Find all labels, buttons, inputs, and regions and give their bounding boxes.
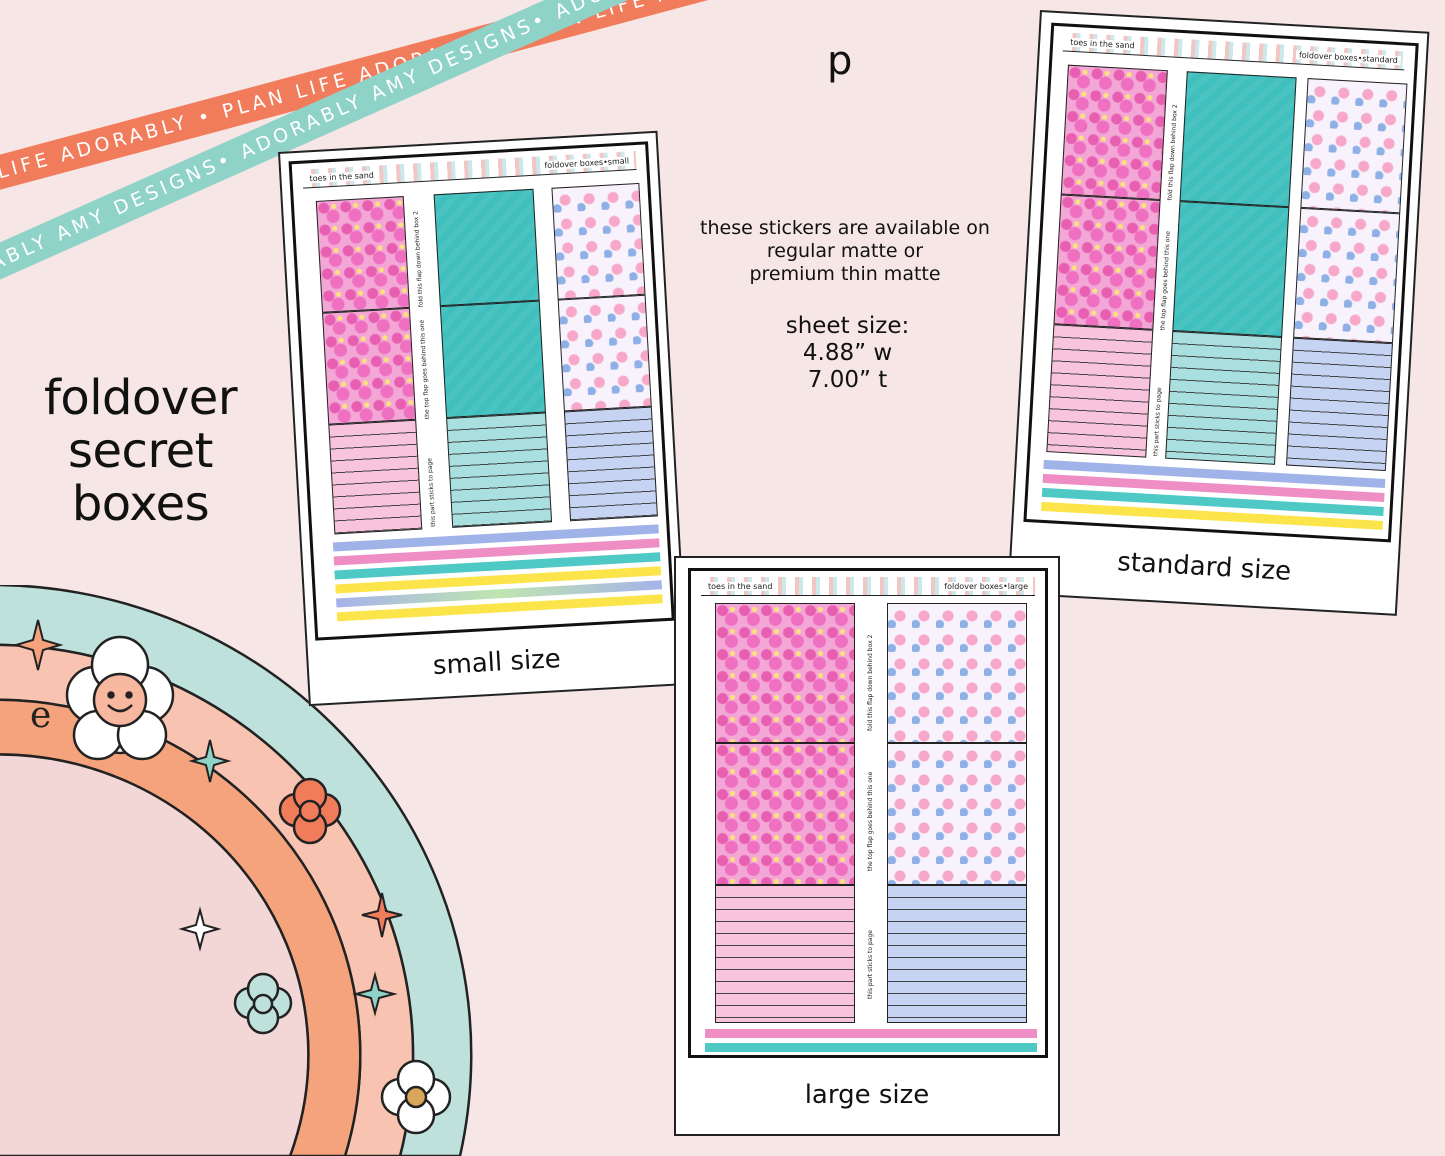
teal-flower-icon [233, 972, 293, 1035]
availability-line-3: premium thin matte [749, 263, 941, 285]
standard-size-caption: standard size [1116, 547, 1292, 587]
availability-line-2: regular matte or [766, 240, 924, 262]
strip-pink [705, 1029, 1037, 1038]
box-blue-lined [887, 885, 1027, 1023]
box-pink-1 [715, 603, 855, 743]
box-blue-2 [557, 294, 652, 412]
sheet-type: foldover boxes•standard [1295, 50, 1401, 66]
availability-note: these stickers are available on regular … [690, 217, 1000, 286]
box-blue-2 [1293, 207, 1401, 344]
sheet-size-info: sheet size: 4.88” w 7.00” t [760, 313, 935, 394]
page-title: foldover secret boxes [18, 372, 263, 531]
strip-teal [705, 1043, 1037, 1052]
title-line-2: secret [68, 423, 213, 479]
orange-flower-icon [278, 777, 342, 845]
box-pink-lined [715, 885, 855, 1023]
white-flower-icon [380, 1059, 452, 1135]
title-line-1: foldover [43, 370, 238, 426]
box-pink-1 [315, 196, 410, 313]
box-teal-1 [1179, 71, 1297, 208]
daisy-smiley-icon [65, 635, 175, 761]
rainbow-illustration: e [0, 585, 473, 1156]
small-sticker-sheet: toes in the sand foldover boxes•small fo… [288, 141, 675, 641]
instruction-sticks: this part sticks to page [1152, 387, 1164, 457]
strip-yellow [705, 1057, 1037, 1058]
sheet-header: toes in the sand foldover boxes•standard [1062, 32, 1406, 71]
instruction-sticks: this part sticks to page [426, 457, 438, 528]
box-pink-lined [1046, 324, 1154, 458]
box-teal-2 [1172, 201, 1290, 338]
instruction-top-flap: the top flap goes behind this one [418, 319, 432, 420]
small-size-caption: small size [432, 644, 562, 682]
instruction-top-flap: the top flap goes behind this one [867, 771, 874, 871]
instruction-top-flap: the top flap goes behind this one [1159, 230, 1172, 331]
large-sticker-sheet: toes in the sand foldover boxes•large fo… [688, 568, 1048, 1058]
sheet-theme: toes in the sand [705, 582, 776, 591]
box-pink-2 [322, 307, 417, 425]
sheet-theme: toes in the sand [306, 170, 378, 184]
sheet-theme: toes in the sand [1067, 37, 1138, 51]
instruction-fold-flap: fold this flap down behind box 2 [867, 634, 874, 731]
instruction-fold-flap: fold this flap down behind box 2 [412, 210, 425, 308]
box-teal-2 [439, 300, 546, 419]
sheet-header: toes in the sand foldover boxes•small [302, 151, 637, 189]
small-size-card: toes in the sand foldover boxes•small fo… [278, 130, 689, 707]
box-teal-lined [446, 412, 553, 528]
standard-sticker-sheet: toes in the sand foldover boxes•standard… [1023, 22, 1419, 543]
availability-line-1: these stickers are available on [700, 217, 990, 239]
box-blue-1 [887, 603, 1027, 743]
box-pink-1 [1060, 64, 1168, 201]
sheet-size-width: 4.88” w [802, 340, 893, 366]
box-pink-2 [1053, 194, 1161, 330]
sheet-size-label: sheet size: [785, 313, 910, 339]
box-blue-lined [563, 406, 658, 522]
large-size-card: toes in the sand foldover boxes•large fo… [674, 556, 1060, 1136]
box-blue-1 [551, 182, 646, 300]
box-pink-lined [328, 419, 423, 535]
page-mark: p [827, 38, 853, 84]
sheet-type: foldover boxes•small [541, 156, 633, 171]
box-pink-2 [715, 743, 855, 885]
box-blue-2 [887, 743, 1027, 885]
standard-size-card: toes in the sand foldover boxes•standard… [1007, 10, 1430, 616]
title-line-3: boxes [71, 476, 210, 532]
box-blue-lined [1285, 337, 1393, 472]
sparkle-icons [12, 619, 403, 1017]
sheet-type: foldover boxes•large [941, 582, 1031, 591]
sheet-size-height: 7.00” t [807, 367, 888, 393]
box-teal-1 [433, 188, 540, 307]
instruction-fold-flap: fold this flap down behind box 2 [1166, 104, 1179, 201]
box-blue-1 [1300, 78, 1408, 214]
box-teal-lined [1165, 330, 1283, 465]
instruction-sticks: this part sticks to page [867, 930, 874, 999]
large-size-caption: large size [804, 1080, 930, 1110]
sheet-header: toes in the sand foldover boxes•large [701, 577, 1035, 596]
eye-glyph-icon: e [30, 695, 51, 736]
